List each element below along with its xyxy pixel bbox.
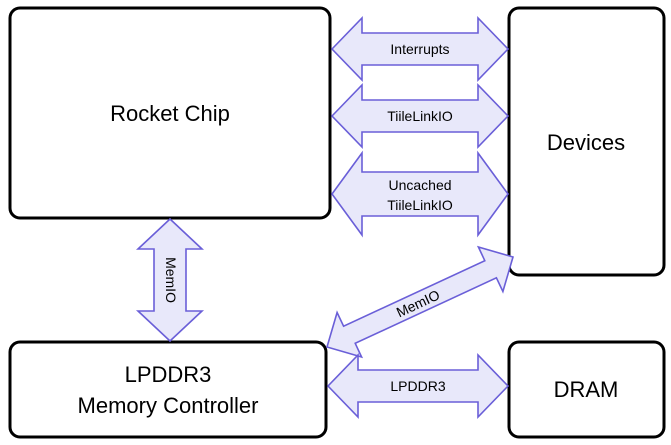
dram-label: DRAM: [554, 377, 619, 402]
devices-block: [507, 6, 666, 277]
uncached-label-line1: Uncached: [388, 177, 451, 193]
tilelink-io-label: TiileLinkIO: [387, 108, 453, 124]
uncached-tilelink-io-arrow: [331, 150, 509, 238]
lpddr3-arrow: [326, 353, 510, 419]
lpddr3-label: LPDDR3: [390, 378, 445, 394]
memio-vertical-label: MemIO: [163, 257, 179, 303]
memory-controller-block: [8, 340, 328, 439]
devices-label: Devices: [547, 130, 625, 155]
tilelink-io-arrow: [330, 83, 510, 149]
rocket-chip-label: Rocket Chip: [110, 101, 230, 126]
memory-controller-label-line2: Memory Controller: [78, 393, 259, 418]
memory-controller-label-line1: LPDDR3: [125, 362, 212, 387]
interrupts-arrow: [330, 16, 510, 82]
interrupts-label: Interrupts: [390, 41, 449, 57]
memio-diagonal-arrow: [326, 245, 514, 359]
memio-vertical-arrow: [135, 217, 205, 343]
uncached-label-line2: TiileLinkIO: [387, 197, 453, 213]
dram-block: [507, 340, 666, 439]
